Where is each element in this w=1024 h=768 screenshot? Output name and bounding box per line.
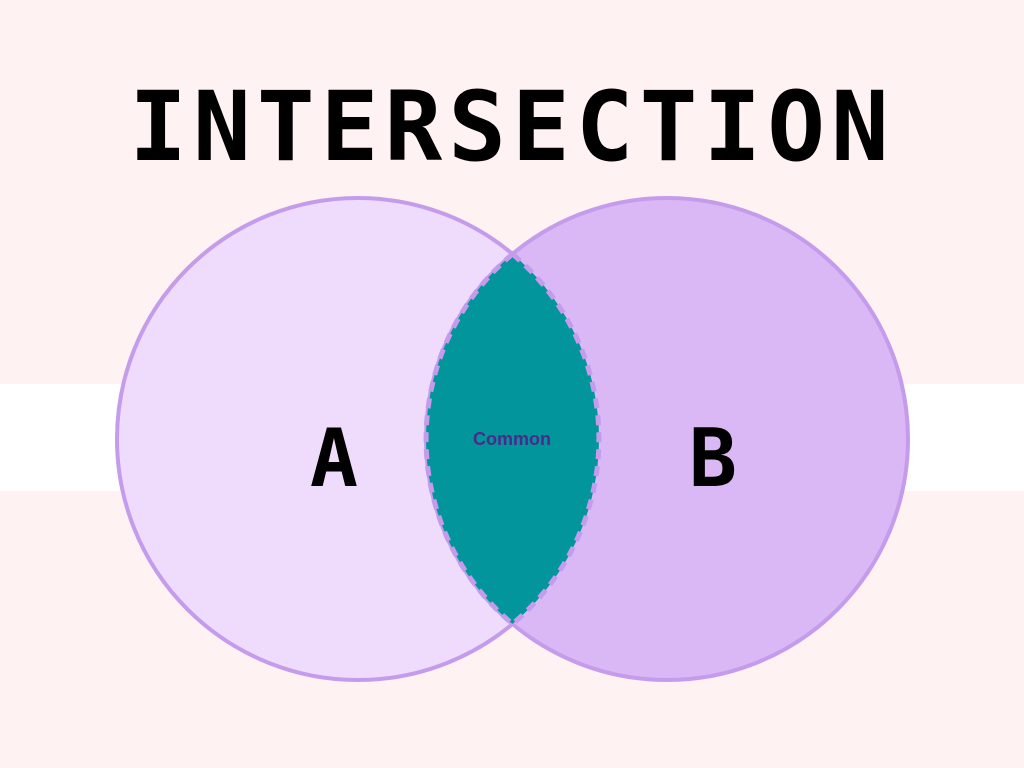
set-a-label: A — [310, 412, 358, 505]
intersection-region — [423, 198, 602, 680]
intersection-label: Common — [473, 429, 551, 449]
set-b-label: B — [689, 412, 737, 505]
page-title: INTERSECTION — [129, 71, 895, 183]
